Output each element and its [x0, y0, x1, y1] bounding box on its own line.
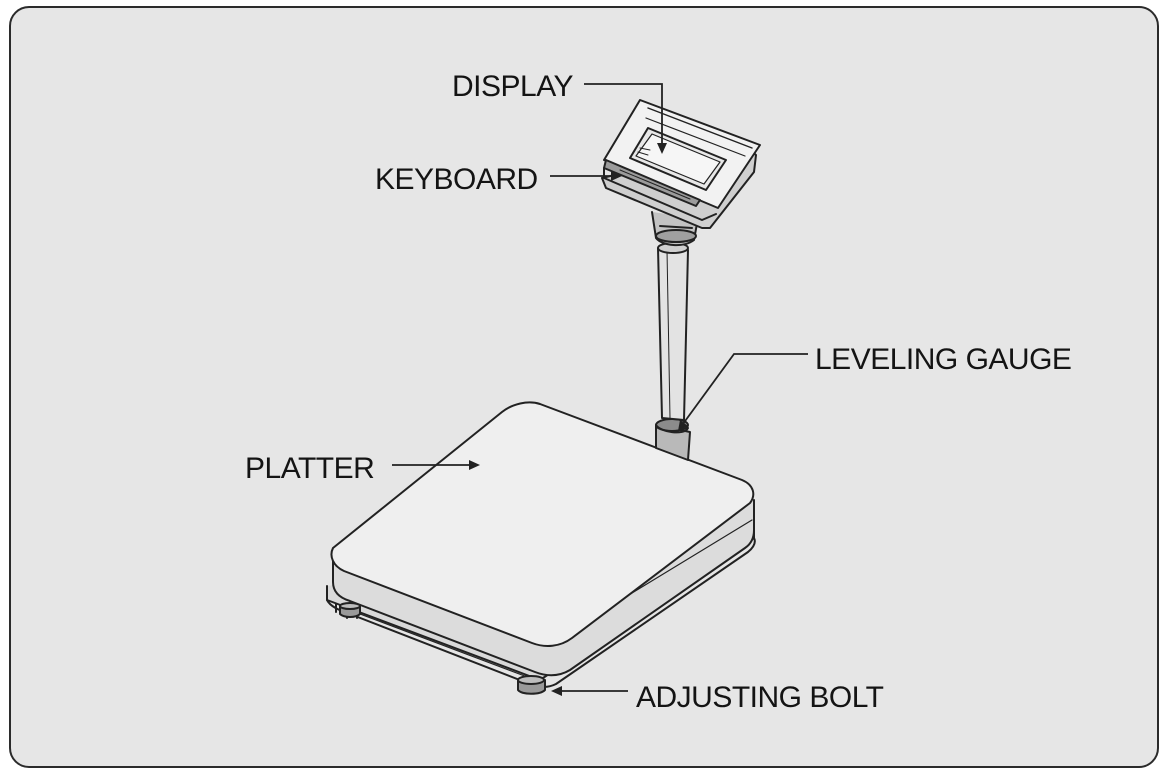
leveling-gauge-leader	[679, 353, 808, 429]
leader-arrowheads	[469, 143, 688, 696]
platter-arrowhead	[469, 460, 480, 470]
adjusting-bolt-arrowhead	[551, 686, 562, 696]
platter-top	[330, 401, 755, 647]
platter-label: PLATTER	[245, 452, 375, 485]
display-arrowhead	[657, 143, 667, 154]
display-leader	[584, 83, 663, 150]
pole	[657, 242, 689, 421]
leveling-gauge-label: LEVELING GAUGE	[815, 343, 1072, 376]
leader-lines	[392, 83, 808, 692]
leveling-gauge-arrowhead	[678, 420, 688, 431]
display-label: DISPLAY	[452, 70, 574, 103]
adjusting-bolt-feet	[339, 602, 546, 695]
display-head	[601, 99, 761, 229]
adjusting-bolt-label: ADJUSTING BOLT	[636, 681, 884, 714]
keyboard-label: KEYBOARD	[375, 163, 538, 196]
keyboard-arrowhead	[611, 171, 622, 181]
